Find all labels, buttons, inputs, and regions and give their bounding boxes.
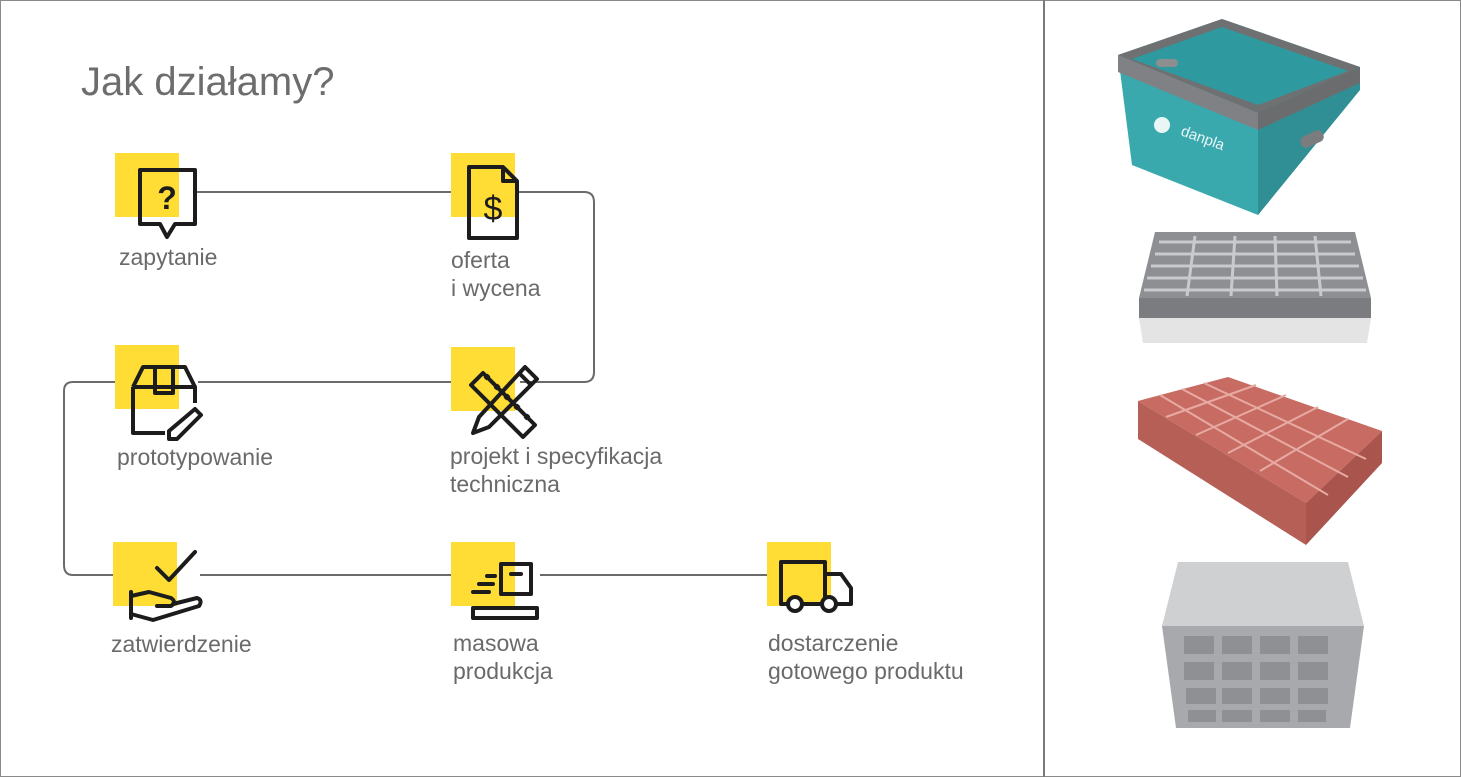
yellow-accent-square bbox=[115, 345, 179, 409]
ruler-pencil-icon bbox=[469, 365, 539, 439]
production-machine-icon bbox=[471, 562, 539, 620]
teal-storage-box-image: danpla bbox=[1118, 19, 1360, 215]
step-label-zapytanie: zapytanie bbox=[119, 244, 218, 270]
yellow-accent-square bbox=[115, 153, 179, 217]
yellow-accent-square bbox=[451, 347, 515, 411]
grey-cell-container-image bbox=[1162, 562, 1364, 728]
step-projekt-icon-group bbox=[449, 345, 549, 445]
step-label-projekt: projekt i specyfikacja techniczna bbox=[450, 443, 663, 497]
yellow-accent-square bbox=[767, 542, 831, 606]
panel-divider bbox=[1043, 0, 1045, 777]
red-grid-insert-image bbox=[1138, 377, 1382, 545]
question-bubble-icon: ? bbox=[138, 168, 197, 239]
process-connector-lines bbox=[63, 191, 768, 576]
svg-text:$: $ bbox=[484, 190, 503, 228]
step-oferta-icon-group: $ bbox=[449, 152, 549, 252]
delivery-truck-icon bbox=[779, 560, 853, 613]
step-masowa-icon-group bbox=[449, 540, 549, 640]
step-label-oferta: oferta i wycena bbox=[451, 247, 541, 301]
yellow-accent-square bbox=[451, 153, 515, 217]
box-pencil-icon bbox=[131, 365, 203, 441]
hand-checkmark-icon bbox=[129, 550, 203, 622]
step-label-masowa: masowa produkcja bbox=[453, 630, 553, 684]
step-label-dostarczenie: dostarczenie gotowego produktu bbox=[768, 630, 964, 684]
step-dostarczenie-icon-group bbox=[765, 540, 865, 640]
page-title: Jak działamy? bbox=[81, 60, 335, 104]
svg-text:?: ? bbox=[157, 180, 177, 216]
step-prototypowanie-icon-group bbox=[113, 345, 213, 445]
step-zapytanie-icon-group: ? bbox=[113, 152, 213, 252]
step-zatwierdzenie-icon-group bbox=[113, 540, 213, 640]
step-label-zatwierdzenie: zatwierdzenie bbox=[111, 631, 252, 657]
step-label-prototypowanie: prototypowanie bbox=[117, 444, 273, 470]
grey-divider-tray-image bbox=[1139, 232, 1371, 343]
dollar-document-icon: $ bbox=[467, 165, 519, 240]
